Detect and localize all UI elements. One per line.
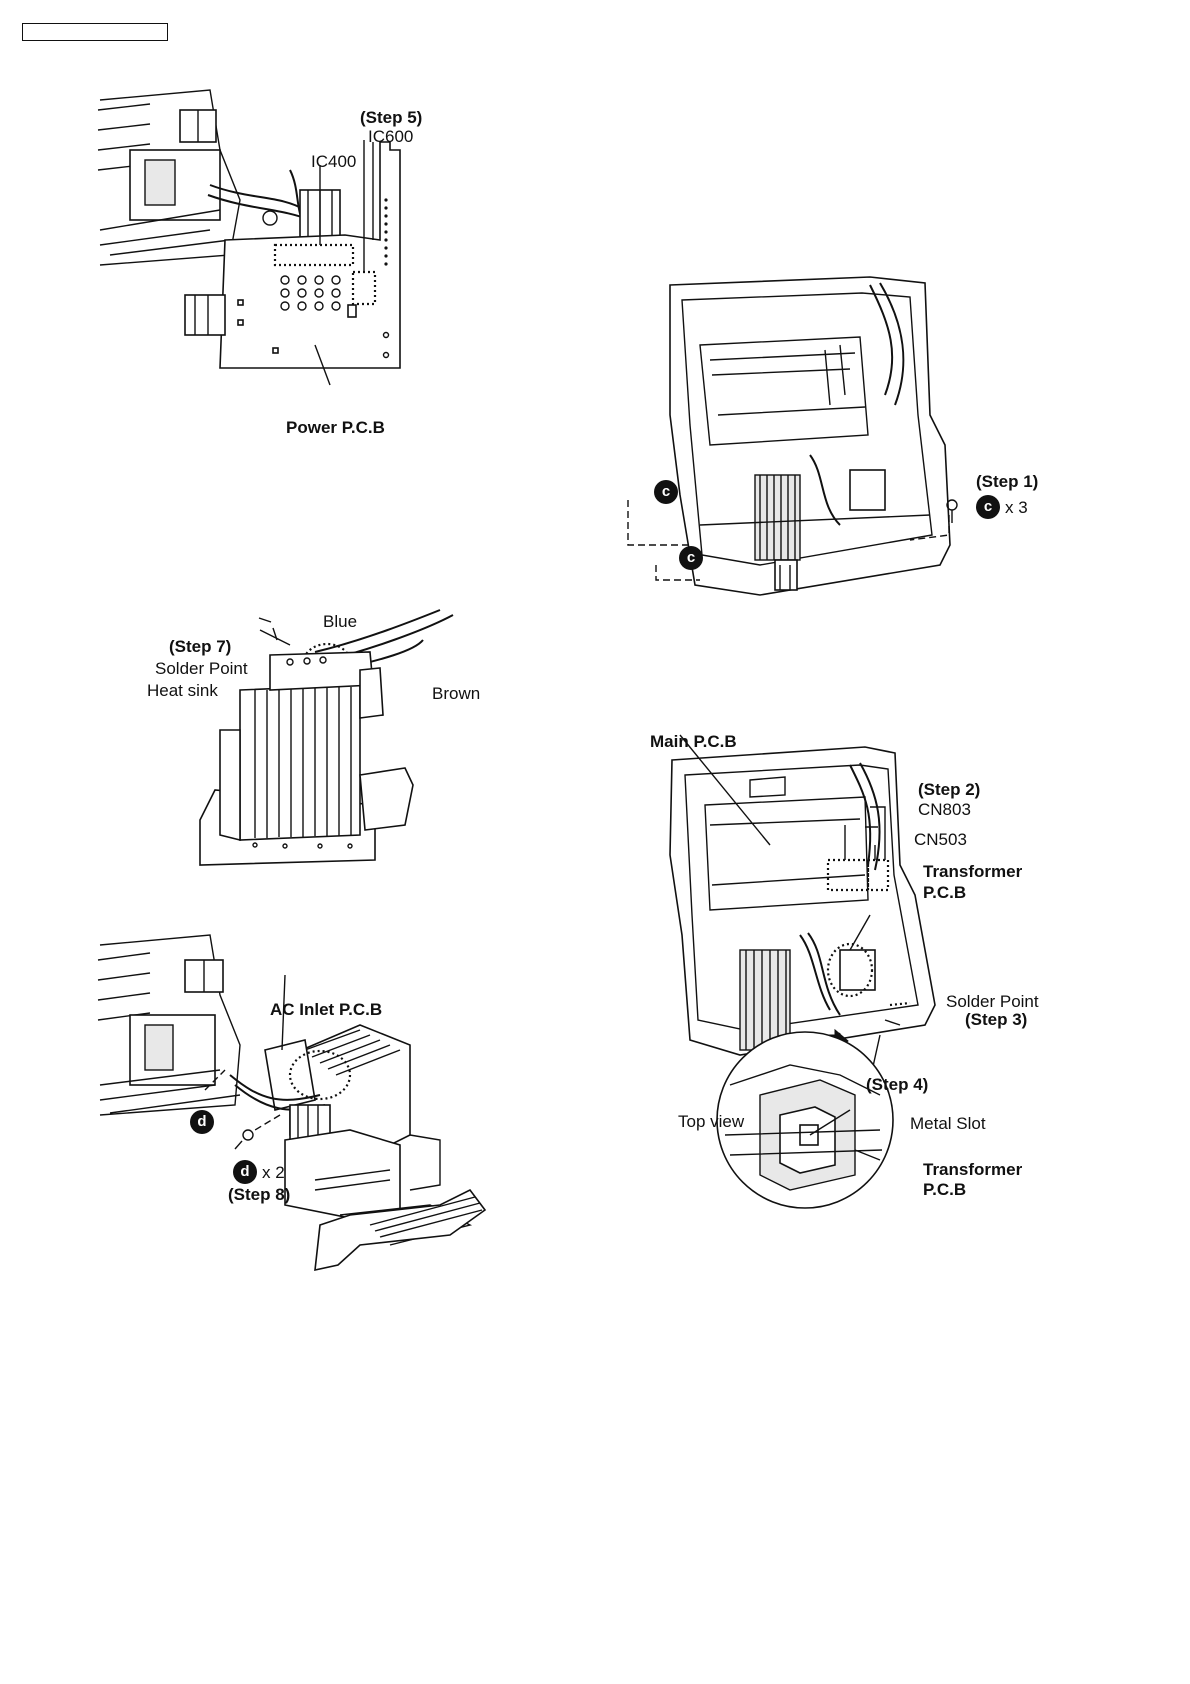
figure-main-pcb — [650, 735, 950, 1230]
top-view-label: Top view — [678, 1112, 744, 1131]
step4-label: (Step 4) — [866, 1075, 928, 1094]
brown-wire-label: Brown — [432, 684, 480, 703]
screw-c-letter: c — [687, 549, 695, 566]
ic400-label: IC400 — [311, 152, 356, 171]
screw-d-count: x 2 — [262, 1163, 285, 1182]
screw-d-letter: d — [197, 1113, 206, 1130]
solder-point-label-2: Solder Point — [946, 992, 1039, 1011]
step7-label: (Step 7) — [169, 637, 231, 656]
screw-d-letter: d — [240, 1163, 249, 1180]
screw-d-badge-1: d — [190, 1110, 214, 1134]
screw-c-badge-2: c — [679, 546, 703, 570]
ac-inlet-pcb-label: AC Inlet P.C.B — [270, 1000, 382, 1019]
transformer-pcb-label-line1: Transformer — [923, 862, 1022, 881]
blue-wire-label: Blue — [323, 612, 357, 631]
header-box — [22, 23, 168, 41]
screw-c-badge-3: c — [976, 495, 1000, 519]
step5-label: (Step 5) — [360, 108, 422, 127]
step1-label: (Step 1) — [976, 472, 1038, 491]
screw-c-badge-1: c — [654, 480, 678, 504]
screw-c-letter: c — [662, 483, 670, 500]
step3-label: (Step 3) — [965, 1010, 1027, 1029]
cn503-label: CN503 — [914, 830, 967, 849]
screw-d-badge-2: d — [233, 1160, 257, 1184]
figure-ac-inlet-pcb — [90, 935, 530, 1270]
cn803-label: CN803 — [918, 800, 971, 819]
power-pcb-label: Power P.C.B — [286, 418, 385, 437]
solder-point-label: Solder Point — [155, 659, 248, 678]
screw-c-letter: c — [984, 498, 992, 515]
transformer-pcb-label2-line2: P.C.B — [923, 1180, 966, 1199]
figure-heat-sink — [195, 610, 495, 880]
metal-slot-label: Metal Slot — [910, 1114, 986, 1133]
screw-c-count: x 3 — [1005, 498, 1028, 517]
main-pcb-label: Main P.C.B — [650, 732, 737, 751]
ic600-label: IC600 — [368, 127, 413, 146]
step2-label: (Step 2) — [918, 780, 980, 799]
transformer-pcb-label2-line1: Transformer — [923, 1160, 1022, 1179]
step8-label: (Step 8) — [228, 1185, 290, 1204]
heat-sink-label: Heat sink — [147, 681, 218, 700]
figure-chassis-screws — [640, 265, 960, 625]
transformer-pcb-label-line2: P.C.B — [923, 883, 966, 902]
